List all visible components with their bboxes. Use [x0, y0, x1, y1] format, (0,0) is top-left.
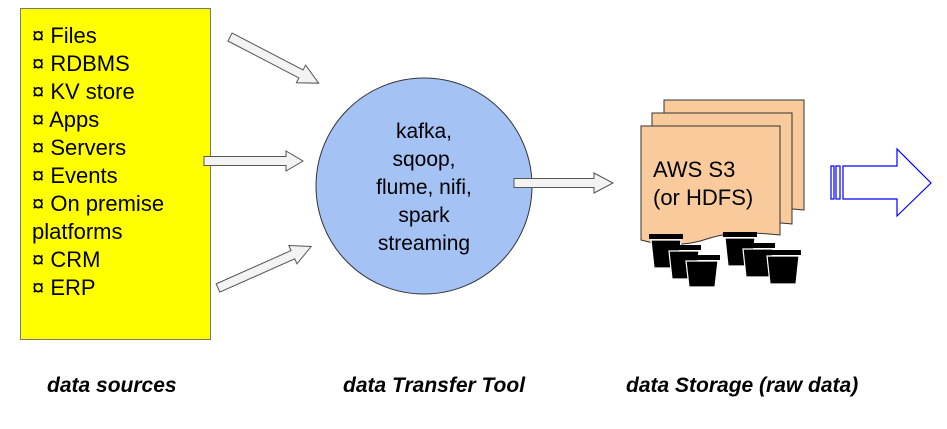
source-item: ¤ KV store	[32, 79, 135, 104]
source-item: ¤ CRM	[32, 247, 101, 272]
bucket-icons	[649, 232, 801, 288]
caption-data-storage: data Storage (raw data)	[626, 374, 859, 397]
tool-line: spark	[398, 204, 450, 227]
transfer-tool-label: kafka, sqoop, flume, nifi, spark streami…	[346, 118, 502, 258]
data-sources-box	[20, 8, 211, 340]
tool-line: kafka,	[395, 120, 453, 143]
storage-document-stack	[640, 99, 805, 246]
source-item: ¤ On premise	[32, 191, 165, 216]
storage-label: AWS S3 (or HDFS)	[653, 156, 753, 212]
source-item: ¤ ERP	[32, 275, 96, 300]
bucket-icon	[684, 255, 720, 288]
source-item: platforms	[32, 219, 123, 244]
tool-line: sqoop,	[392, 148, 456, 171]
tool-line: streaming	[377, 232, 471, 255]
source-item: ¤ Events	[32, 163, 118, 188]
arrow-bottom	[215, 244, 313, 293]
arrow-middle	[203, 150, 304, 172]
source-item: ¤ Apps	[32, 107, 100, 132]
caption-data-transfer-tool: data Transfer Tool	[343, 374, 526, 397]
storage-line: (or HDFS)	[653, 185, 754, 210]
data-sources-list: ¤ Files ¤ RDBMS ¤ KV store ¤ Apps ¤ Serv…	[32, 22, 210, 302]
arrow-tool-to-storage	[513, 172, 615, 194]
source-item: ¤ RDBMS	[32, 51, 130, 76]
source-item: ¤ Servers	[32, 135, 127, 160]
tool-line: flume, nifi,	[376, 176, 472, 199]
bucket-icon	[765, 250, 801, 285]
caption-data-sources: data sources	[47, 374, 177, 397]
arrow-top	[227, 32, 320, 84]
storage-line: AWS S3	[653, 157, 736, 182]
output-arrow	[830, 147, 932, 218]
source-item: ¤ Files	[32, 23, 97, 48]
